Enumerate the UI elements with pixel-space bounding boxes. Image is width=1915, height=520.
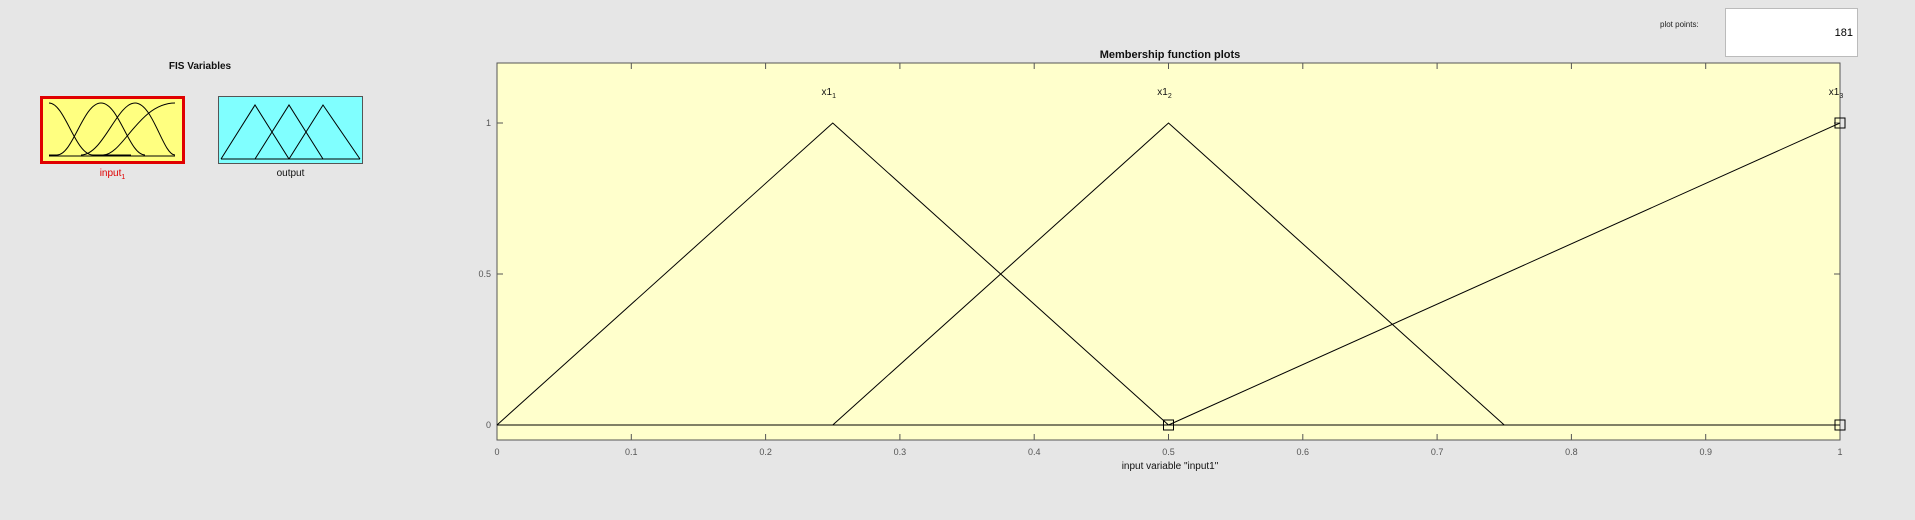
x-tick-label: 0.9 (1699, 447, 1712, 457)
x-tick-label: 0.4 (1028, 447, 1041, 457)
x-tick-label: 0.6 (1297, 447, 1310, 457)
chart-title: Membership function plots (1100, 49, 1241, 61)
x-axis-label: input variable "input1" (1122, 461, 1219, 472)
x-tick-label: 1 (1837, 447, 1842, 457)
x-tick-label: 0.1 (625, 447, 638, 457)
mf-vertex-marker[interactable] (1163, 419, 1174, 431)
axis-ticks: 0 0.1 0.2 0.3 0.4 0.5 0.6 0.7 0.8 0.9 1 0 0.5 1 (478, 63, 1843, 457)
x-tick-label: 0.3 (894, 447, 907, 457)
output-variable-label: output (276, 168, 305, 179)
mf-vertex-marker[interactable] (1834, 117, 1846, 129)
mf-vertex-marker[interactable] (1834, 419, 1846, 431)
output-mf-thumbnail-icon (220, 104, 361, 160)
output-variable-box[interactable] (218, 96, 363, 164)
x-tick-label: 0.7 (1431, 447, 1444, 457)
y-tick-label: 0.5 (478, 269, 491, 279)
mf-label-2[interactable]: x12 (1157, 87, 1172, 100)
x-tick-label: 0.8 (1565, 447, 1578, 457)
y-tick-label: 1 (486, 118, 491, 128)
mf-label-3[interactable]: x13 (1829, 87, 1844, 100)
membership-curves (496, 122, 1841, 426)
plot-points-input[interactable] (1725, 8, 1858, 57)
x-tick-label: 0.2 (759, 447, 772, 457)
mf-curve-1[interactable] (496, 122, 1169, 426)
input-mf-thumbnail-icon (48, 102, 176, 157)
input-variable-label: input1 (99, 168, 126, 181)
plot-area[interactable] (496, 62, 1841, 441)
curve-markers (1163, 117, 1846, 431)
mf-label-1[interactable]: x11 (822, 87, 837, 100)
fis-variables-title: FIS Variables (168, 61, 232, 72)
y-tick-label: 0 (486, 420, 491, 430)
mf-labels: x11 x12 x13 (822, 87, 1844, 100)
input-variable-box[interactable] (40, 96, 185, 164)
mf-curve-3[interactable] (1168, 122, 1841, 426)
x-tick-label: 0 (494, 447, 499, 457)
plot-points-label: plot points: (1660, 20, 1699, 29)
x-tick-label: 0.5 (1162, 447, 1175, 457)
